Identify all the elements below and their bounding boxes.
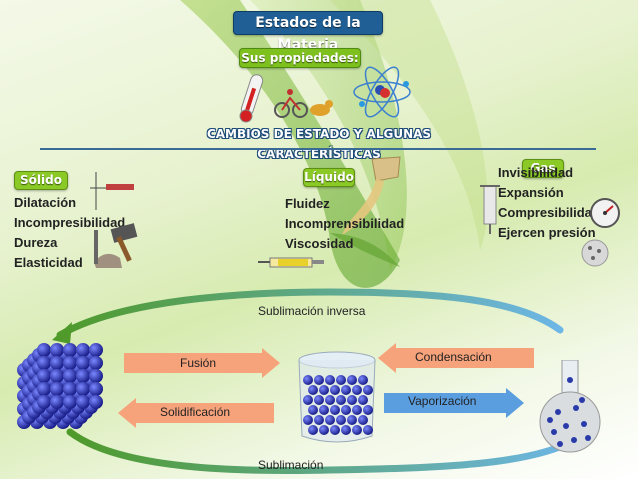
- gas-syringe-icon: [480, 185, 500, 234]
- sublimation-label: Sublimación: [258, 458, 324, 472]
- flask-icon: [539, 360, 601, 453]
- subtitle-badge: Sus propiedades:: [239, 48, 361, 68]
- solid-property-item: Dilatación: [14, 195, 77, 210]
- solid-properties-list: Dilatación Incompresibilidad Dureza Elas…: [14, 193, 125, 273]
- fusion-arrow: [124, 348, 280, 378]
- gas-property-item: Ejercen presión: [498, 225, 596, 240]
- gas-property-item: Invisibilidad: [498, 165, 574, 180]
- fusion-label: Fusión: [180, 356, 217, 370]
- liquid-property-item: Viscosidad: [285, 236, 354, 251]
- molecule-cube-icon: [17, 343, 103, 429]
- solid-heading: Sólido: [14, 171, 68, 190]
- liquid-heading: Líquido: [303, 168, 355, 187]
- gas-property-item: Expansión: [498, 185, 564, 200]
- banner-title: CAMBIOS DE ESTADO Y ALGUNAS CARACTERÍSTI…: [206, 127, 432, 161]
- syringe-icon: [258, 257, 324, 268]
- pouring-liquid-icon: [330, 156, 401, 267]
- solidification-arrow: [118, 398, 274, 428]
- pressure-gauge-icon: [590, 198, 620, 228]
- gas-property-item: Compresibilidad: [498, 205, 600, 220]
- gas-properties-list: Invisibilidad Expansión Compresibilidad …: [498, 163, 600, 243]
- condensation-label: Condensación: [415, 350, 492, 364]
- beaker-icon: [298, 351, 376, 443]
- liquid-properties-list: Fluidez Incomprensibilidad Viscosidad: [285, 194, 404, 254]
- gas-heading: Gas: [522, 159, 564, 178]
- hammer-icon: [90, 172, 138, 268]
- divider-line: [40, 148, 596, 150]
- solid-property-item: Dureza: [14, 235, 58, 250]
- gas-particles-icon: [581, 239, 609, 267]
- atom-icon: [353, 66, 411, 118]
- vaporization-arrow: [384, 388, 524, 418]
- particles-motion-icon: [274, 89, 333, 118]
- vaporization-label: Vaporización: [408, 394, 477, 408]
- solid-property-item: Elasticidad: [14, 255, 83, 270]
- condensation-arrow: [378, 343, 534, 373]
- sublimation-inverse-label: Sublimación inversa: [258, 304, 366, 318]
- solidification-label: Solidificación: [160, 405, 231, 419]
- solid-property-item: Incompresibilidad: [14, 215, 126, 230]
- liquid-property-item: Fluidez: [285, 196, 330, 211]
- thermometer-icon: [239, 74, 264, 123]
- liquid-property-item: Incomprensibilidad: [285, 216, 405, 231]
